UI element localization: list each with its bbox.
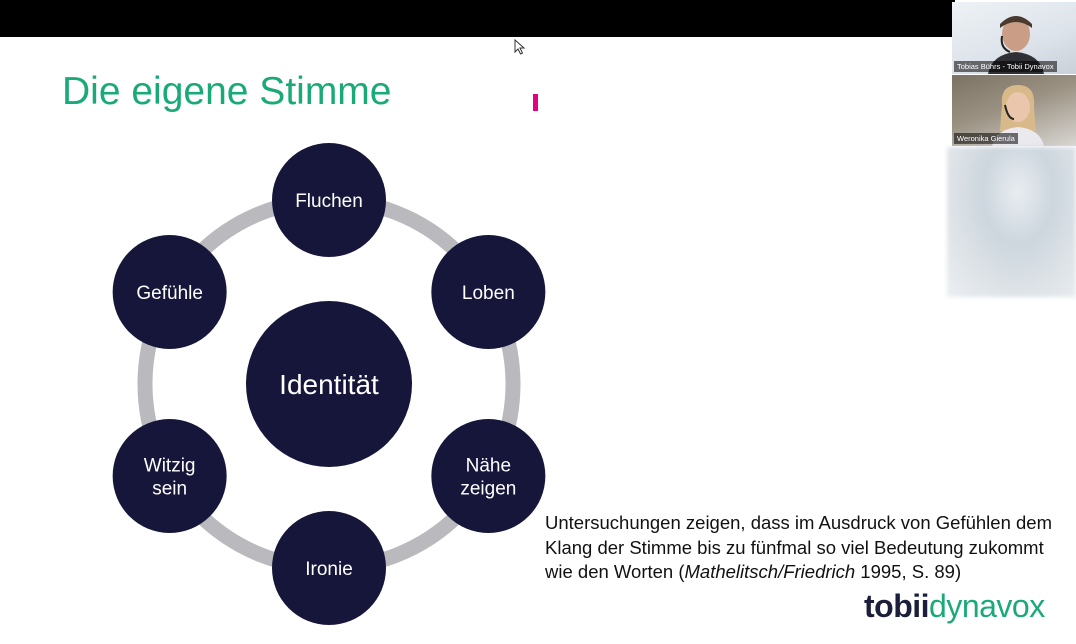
participant-video-tile-blurred[interactable] [947, 147, 1076, 297]
mouse-cursor-icon [514, 39, 526, 55]
diagram-node-circle [272, 143, 386, 257]
quote-text: Untersuchungen zeigen, dass im Ausdruck … [545, 511, 1070, 585]
quote-body: Untersuchungen zeigen, dass im Ausdruck … [545, 512, 1052, 582]
diagram-node: Loben [431, 235, 546, 349]
diagram-node-circle [272, 511, 386, 625]
diagram-node: Ironie [272, 511, 386, 625]
center-node-label: Identität [279, 369, 379, 400]
diagram-node-circle [112, 235, 227, 349]
slide-title: Die eigene Stimme [62, 70, 392, 113]
participant-name: Weronika Gierula [954, 133, 1018, 144]
participant-video-tile[interactable]: Tobias Bührs - Tobii Dynavox [952, 2, 1076, 74]
diagram-node-circle [112, 419, 227, 533]
diagram-node-label: Gefühle [136, 283, 203, 304]
diagram-node-circle [431, 235, 546, 349]
tobii-dynavox-logo: tobiidynavox [864, 588, 1045, 625]
diagram-node-label: Fluchen [295, 191, 363, 212]
diagram-node-circle [431, 419, 546, 533]
diagram-node-label: Loben [462, 283, 515, 304]
logo-part1: tobii [864, 588, 930, 624]
diagram-node-label: Nähe [466, 456, 511, 477]
logo-part2: dynavox [929, 588, 1045, 624]
diagram-node-label: zeigen [460, 479, 516, 500]
quote-end: 1995, S. 89) [855, 561, 962, 582]
participant-name: Tobias Bührs - Tobii Dynavox [954, 61, 1057, 72]
participant-silhouette [992, 85, 1044, 146]
diagram-node-label: Ironie [305, 559, 353, 580]
diagram-node-label: Witzig [144, 456, 196, 477]
quote-source: Mathelitsch/Friedrich [684, 561, 856, 582]
diagram-node: Fluchen [272, 143, 386, 257]
diagram-node: Gefühle [112, 235, 227, 349]
video-top-bar [0, 0, 955, 37]
participant-video-tile[interactable]: Weronika Gierula [952, 75, 1076, 146]
center-node: Identität [246, 301, 412, 467]
diagram-node-label: sein [152, 479, 187, 500]
pink-accent-mark [533, 94, 538, 111]
